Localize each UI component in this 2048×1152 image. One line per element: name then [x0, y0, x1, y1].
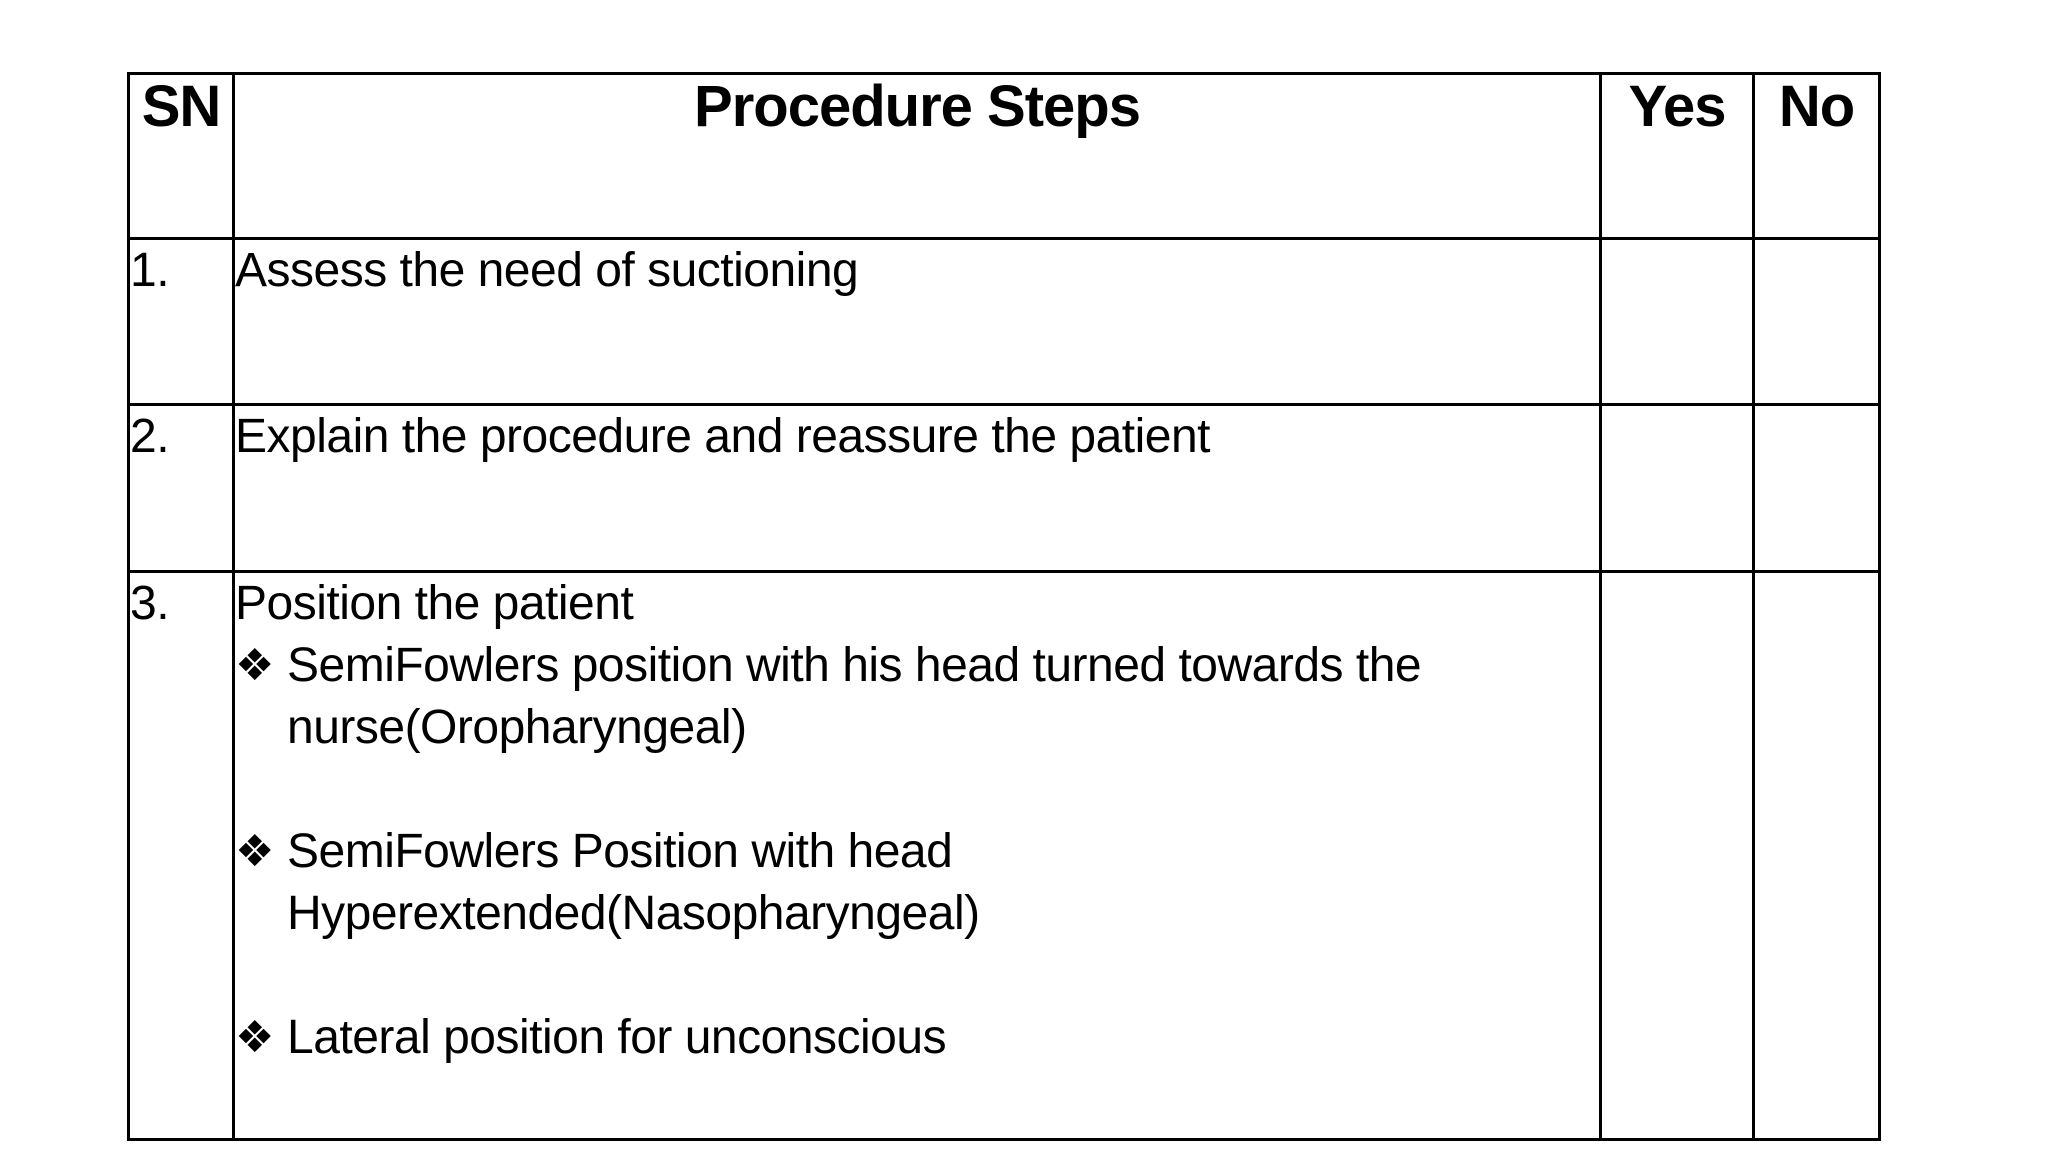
step-title: Position the patient — [235, 577, 634, 630]
bullet-line: SemiFowlers position with his head turne… — [287, 639, 1422, 692]
bullet-line: Lateral position for unconscious — [287, 1011, 947, 1064]
header-no: No — [1752, 72, 1881, 240]
table-header-row: SN Procedure Steps Yes No — [127, 72, 1881, 240]
bullet-item: ❖ SemiFowlers position with his head tur… — [235, 635, 1598, 759]
no-cell — [1752, 403, 1881, 573]
step-description: Assess the need of suctioning — [232, 237, 1602, 406]
bullet-item: ❖ SemiFowlers Position with head Hyperex… — [235, 821, 1598, 945]
row-number: 1. — [127, 237, 235, 406]
no-cell — [1752, 570, 1881, 1141]
diamond-bullet-icon: ❖ — [235, 827, 275, 876]
yes-cell — [1599, 570, 1755, 1141]
bullet-line: Hyperextended(Nasopharyngeal) — [287, 887, 980, 940]
bullet-line: nurse(Oropharyngeal) — [287, 701, 747, 754]
step-text: Assess the need of suctioning — [235, 244, 859, 297]
yes-cell — [1599, 237, 1755, 406]
table-row: 3. Position the patient ❖ SemiFowlers po… — [127, 570, 1881, 1141]
row-number: 2. — [127, 403, 235, 573]
step-description: Explain the procedure and reassure the p… — [232, 403, 1602, 573]
diamond-bullet-icon: ❖ — [235, 1013, 275, 1062]
bullet-item: ❖ Lateral position for unconscious — [235, 1007, 1598, 1069]
procedure-checklist-table: SN Procedure Steps Yes No 1. Assess the … — [127, 72, 1881, 1141]
step-text: Explain the procedure and reassure the p… — [235, 410, 1211, 463]
step-description: Position the patient ❖ SemiFowlers posit… — [232, 570, 1602, 1141]
table-row: 1. Assess the need of suctioning — [127, 237, 1881, 406]
row-number: 3. — [127, 570, 235, 1141]
header-sn: SN — [127, 72, 235, 240]
header-yes: Yes — [1599, 72, 1755, 240]
yes-cell — [1599, 403, 1755, 573]
bullet-line: SemiFowlers Position with head — [287, 825, 953, 878]
no-cell — [1752, 237, 1881, 406]
table-row: 2. Explain the procedure and reassure th… — [127, 403, 1881, 573]
header-procedure-steps: Procedure Steps — [232, 72, 1602, 240]
diamond-bullet-icon: ❖ — [235, 641, 275, 690]
